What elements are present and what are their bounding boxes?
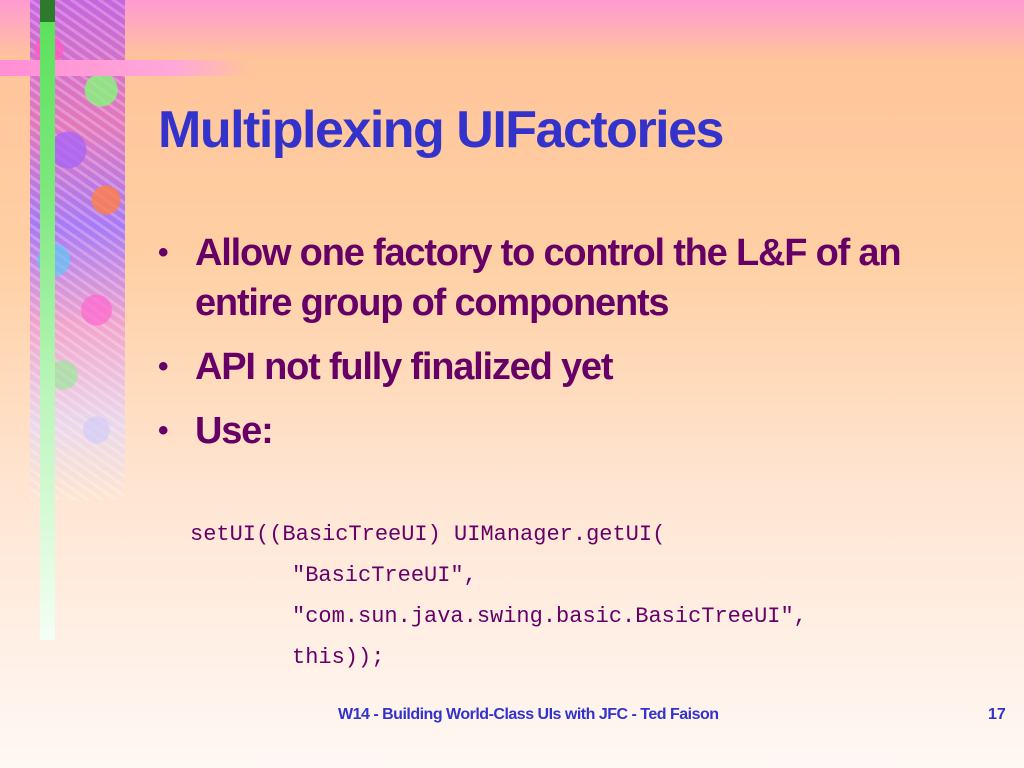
bullet-text: API not fully finalized yet — [195, 346, 614, 388]
bullet-dot-icon: • — [158, 350, 169, 383]
decorative-vertical-bar — [40, 0, 55, 640]
decorative-horizontal-bar — [0, 60, 250, 76]
code-line: this)); — [292, 645, 385, 670]
code-line: setUI((BasicTreeUI) UIManager.getUI( — [190, 522, 666, 547]
slide-title: Multiplexing UIFactories — [158, 101, 724, 159]
bullet-dot-icon: • — [158, 236, 169, 269]
page-number: 17 — [988, 706, 1006, 723]
bullet-item: • API not fully finalized yet — [158, 342, 988, 392]
code-block: setUI((BasicTreeUI) UIManager.getUI( "Bas… — [190, 514, 807, 678]
bullet-item: • Use: — [158, 406, 988, 456]
bullet-item: • Allow one factory to control the L&F o… — [158, 228, 988, 328]
bullet-text: Allow one factory to control the L&F of … — [195, 232, 902, 324]
bullet-list: • Allow one factory to control the L&F o… — [158, 228, 988, 470]
slide-footer: W14 - Building World-Class UIs with JFC … — [338, 706, 719, 723]
bullet-text: Use: — [195, 410, 274, 452]
decorative-bar-tip — [40, 0, 55, 22]
bullet-dot-icon: • — [158, 414, 169, 447]
code-line: "BasicTreeUI", — [292, 563, 477, 588]
code-line: "com.sun.java.swing.basic.BasicTreeUI", — [292, 604, 807, 629]
